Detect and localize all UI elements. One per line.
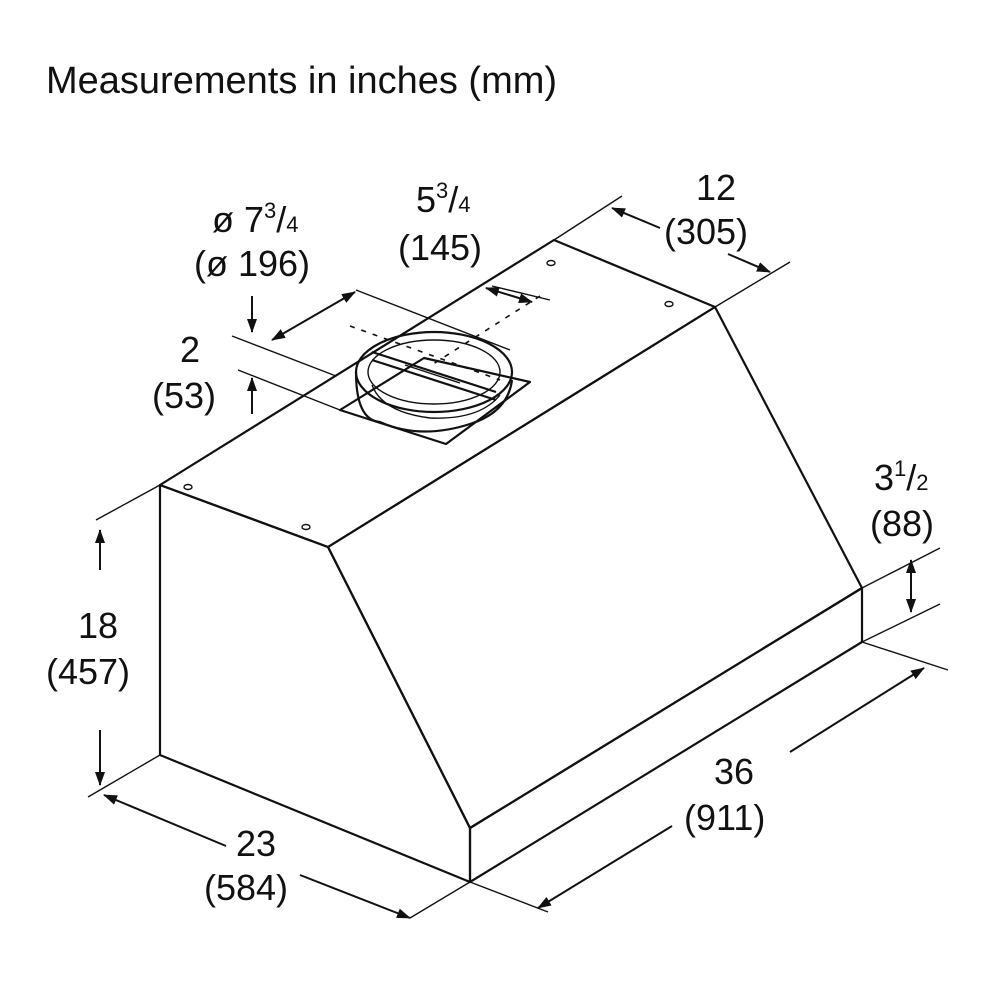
label-depth-bottom-in: 23	[236, 823, 276, 864]
label-width-mm: (911)	[684, 797, 765, 838]
mount-hole	[546, 259, 556, 267]
collar-body	[354, 371, 514, 433]
label-duct-diameter-mm: (ø 196)	[194, 243, 310, 284]
hood-front-lip	[468, 586, 864, 884]
label-duct-offset-in: 53/4	[416, 178, 471, 220]
label-lip-height-mm: (88)	[870, 503, 934, 544]
duct-collar	[338, 330, 532, 446]
label-collar-height-mm: (53)	[152, 375, 216, 416]
label-depth-top-mm: (305)	[664, 211, 748, 252]
page-title: Measurements in inches (mm)	[46, 60, 558, 102]
label-duct-offset-mm: (145)	[398, 227, 482, 268]
label-lip-height-in: 31/2	[874, 456, 929, 498]
label-width-in: 36	[714, 751, 754, 792]
collar-base-plate	[338, 356, 532, 446]
mount-hole	[301, 523, 311, 531]
dimension-lines	[87, 195, 949, 919]
label-duct-diameter-in: ø 73/4	[212, 198, 299, 240]
mounting-holes	[183, 259, 674, 531]
mount-hole	[664, 300, 674, 308]
label-height-in: 18	[78, 605, 118, 646]
label-collar-height-in: 2	[180, 329, 200, 370]
range-hood-outline	[158, 238, 864, 884]
mount-hole	[183, 483, 193, 491]
hood-top-face	[158, 238, 717, 549]
label-depth-top-in: 12	[696, 167, 736, 208]
hood-front-face	[326, 305, 864, 830]
hood-side-face	[158, 483, 472, 884]
label-depth-bottom-mm: (584)	[204, 867, 288, 908]
label-height-mm: (457)	[46, 651, 130, 692]
